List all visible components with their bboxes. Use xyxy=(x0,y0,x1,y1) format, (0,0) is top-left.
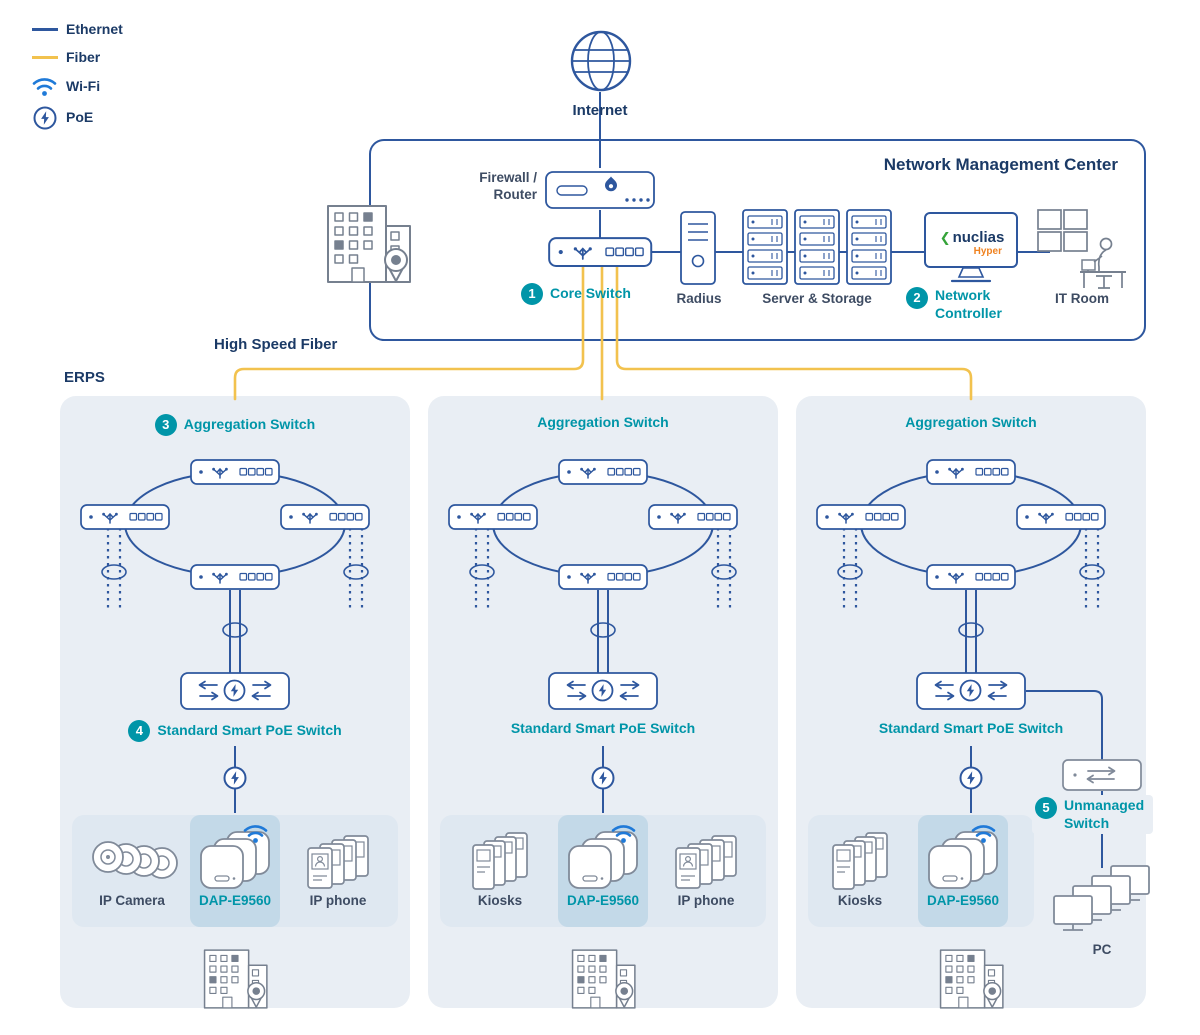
server-rack-icon xyxy=(742,209,788,285)
zone-1-poe-caption: 4 Standard Smart PoE Switch xyxy=(75,720,395,742)
aggregation-switch-label: Aggregation Switch xyxy=(537,414,669,430)
zone-3-aggregation-caption: Aggregation Switch xyxy=(811,414,1131,432)
legend-label-fiber: Fiber xyxy=(66,49,101,65)
zone-2-poe-caption: Standard Smart PoE Switch xyxy=(443,720,763,738)
nuclias-name: nuclias xyxy=(952,229,1005,246)
device-label-dap: DAP-E9560 xyxy=(926,893,1000,908)
aggregation-switch-label: Aggregation Switch xyxy=(905,414,1037,430)
legend-label-wifi: Wi-Fi xyxy=(66,78,101,94)
nuclias-brand: ❮ nuclias Hyper xyxy=(929,229,1015,257)
zone-3-poe-caption: Standard Smart PoE Switch xyxy=(811,720,1131,738)
core-switch-label: Core Switch xyxy=(550,285,631,302)
unmanaged-switch-icon xyxy=(1062,759,1142,791)
zone-2-aggregation-caption: Aggregation Switch xyxy=(443,414,763,432)
server-rack-icon xyxy=(846,209,892,285)
erps-label: ERPS xyxy=(64,369,105,386)
device-label-dap: DAP-E9560 xyxy=(566,893,640,908)
device-label-ip-camera: IP Camera xyxy=(99,893,165,908)
internet-label: Internet xyxy=(572,102,628,119)
unmanaged-switch-label: Unmanaged Switch xyxy=(1064,797,1145,831)
device-label-kiosks: Kiosks xyxy=(477,893,523,908)
legend-label-ethernet: Ethernet xyxy=(66,21,123,37)
core-switch-icon xyxy=(548,237,653,267)
ethernet-line-icon xyxy=(32,28,58,31)
poe-legend-icon xyxy=(35,108,56,129)
network-controller-label: Network Controller xyxy=(935,287,1002,321)
high-speed-fiber-label: High Speed Fiber xyxy=(214,336,338,353)
server-storage-label: Server & Storage xyxy=(762,291,872,306)
poe-switch-label: Standard Smart PoE Switch xyxy=(157,722,342,739)
aggregation-switch-label: Aggregation Switch xyxy=(183,416,316,433)
device-label-ip-phone: IP phone xyxy=(677,893,735,908)
device-label-kiosks: Kiosks xyxy=(837,893,883,908)
internet-globe-icon xyxy=(570,30,632,92)
poe-switch-label: Standard Smart PoE Switch xyxy=(878,720,1064,736)
server-rack-icon xyxy=(794,209,840,285)
pc-label: PC xyxy=(1092,942,1112,957)
fiber-connectors xyxy=(233,265,973,401)
nuclias-sub: Hyper xyxy=(973,246,1002,257)
legend-label-poe: PoE xyxy=(66,109,94,125)
nuclias-chevron-icon: ❮ xyxy=(939,230,951,245)
aggregation-switch-badge: 3 xyxy=(154,414,177,436)
management-center-title: Network Management Center xyxy=(883,155,1118,174)
ip-camera-stack-icon xyxy=(92,841,178,879)
network-controller-badge: 2 xyxy=(906,287,928,309)
radius-server-icon xyxy=(680,211,716,285)
fiber-line-icon xyxy=(32,56,58,59)
radius-label: Radius xyxy=(676,291,722,306)
core-switch-caption: 1 Core Switch xyxy=(521,283,631,305)
wifi-legend-icon xyxy=(32,78,57,98)
core-switch-badge: 1 xyxy=(521,283,543,305)
zone-1-aggregation-caption: 3 Aggregation Switch xyxy=(75,414,395,436)
device-label-ip-phone: IP phone xyxy=(309,893,367,908)
it-room-label: IT Room xyxy=(1055,291,1109,306)
poe-switch-label: Standard Smart PoE Switch xyxy=(510,720,696,736)
firewall-router-icon xyxy=(545,171,655,209)
network-controller-caption: 2 Network Controller xyxy=(906,287,1017,322)
device-label-dap: DAP-E9560 xyxy=(198,893,272,908)
unmanaged-switch-badge: 5 xyxy=(1035,797,1057,819)
unmanaged-switch-caption: 5 Unmanaged Switch xyxy=(1032,795,1153,834)
poe-switch-badge: 4 xyxy=(128,720,151,742)
firewall-router-label: Firewall / Router xyxy=(479,170,537,202)
